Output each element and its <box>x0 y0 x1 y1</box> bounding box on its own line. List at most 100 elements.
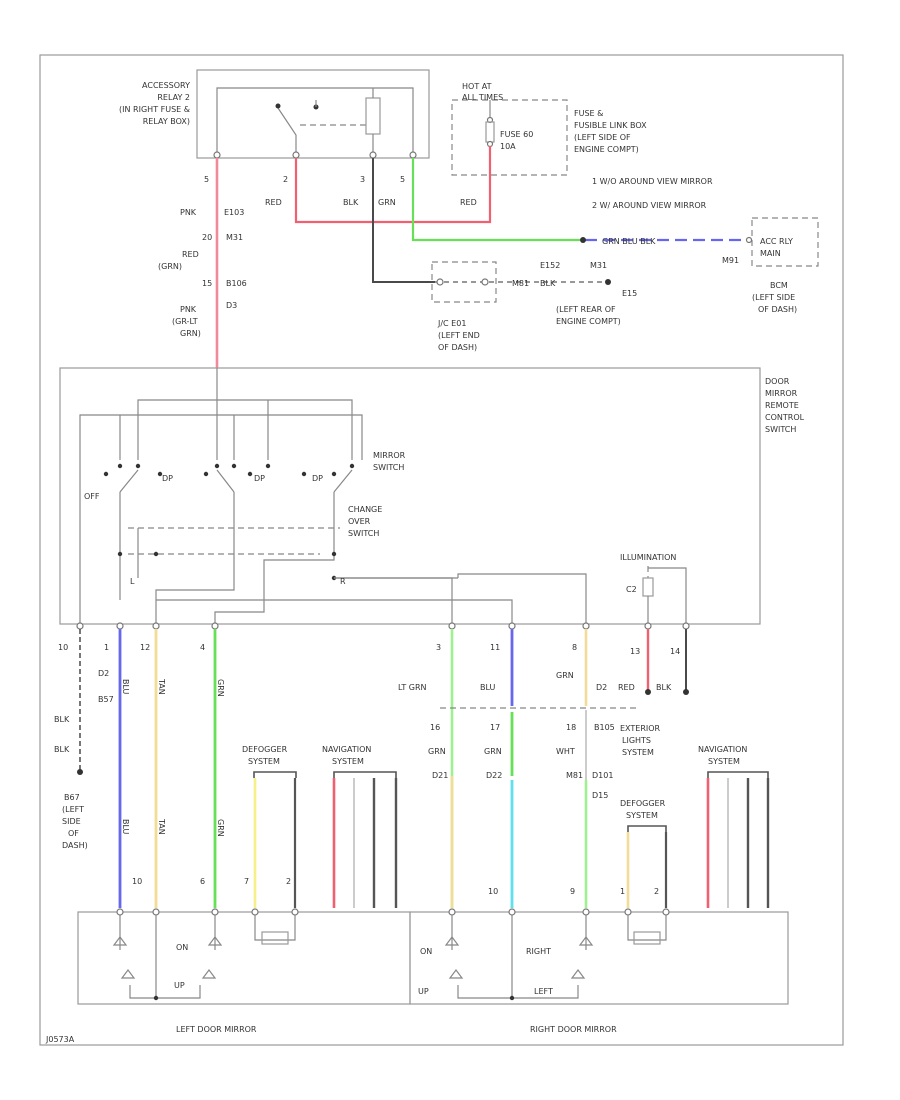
svg-text:MIRROR: MIRROR <box>373 451 406 460</box>
bcm-label: BCM (LEFT SIDE OF DASH) <box>752 281 797 314</box>
left-door-mirror-box <box>77 911 411 1005</box>
wire-label: BLK <box>656 683 672 692</box>
svg-text:RELAY BOX): RELAY BOX) <box>143 117 190 126</box>
svg-text:SYSTEM: SYSTEM <box>332 757 364 766</box>
svg-text:SIDE: SIDE <box>62 817 81 826</box>
connector-label: M31 <box>590 261 607 270</box>
wire-label: GRN <box>484 747 502 756</box>
wire-label: BLK <box>54 715 70 724</box>
wire-label: GRN BLU BLK <box>602 237 656 246</box>
navigation-system-left: NAVIGATION SYSTEM <box>322 745 398 908</box>
dp-label: DP <box>254 474 265 483</box>
svg-text:(IN RIGHT FUSE &: (IN RIGHT FUSE & <box>119 105 190 114</box>
left-door-mirror-label: LEFT DOOR MIRROR <box>176 1025 257 1034</box>
wire-green-top <box>411 158 580 242</box>
motor-label: RIGHT <box>526 947 551 956</box>
connector-label: M81 <box>566 771 583 780</box>
pin-label: 20 <box>202 233 212 242</box>
connector-label: B106 <box>226 279 247 288</box>
svg-text:RED: RED <box>182 250 199 259</box>
wire-label: GRN <box>556 671 574 680</box>
svg-text:MAIN: MAIN <box>760 249 781 258</box>
legend-item: 2 W/ AROUND VIEW MIRROR <box>592 201 707 210</box>
exterior-lights-label: EXTERIOR LIGHTS SYSTEM <box>620 724 661 757</box>
connector-label: D2 <box>98 669 109 678</box>
dp-label: DP <box>312 474 323 483</box>
svg-text:ALL TIMES: ALL TIMES <box>462 93 503 102</box>
svg-text:FUSIBLE LINK BOX: FUSIBLE LINK BOX <box>574 121 647 130</box>
motor-label: LEFT <box>534 987 553 996</box>
pin-label: 6 <box>200 877 205 886</box>
relay-coil <box>365 97 381 135</box>
motor-label: ON <box>420 947 432 956</box>
svg-text:(LEFT SIDE: (LEFT SIDE <box>752 293 795 302</box>
svg-text:NAVIGATION: NAVIGATION <box>322 745 371 754</box>
svg-text:DOOR: DOOR <box>765 377 790 386</box>
dp-label: DP <box>162 474 173 483</box>
connector-label: B105 <box>594 723 615 732</box>
svg-text:CHANGE: CHANGE <box>348 505 382 514</box>
wire-label: M81 <box>512 279 529 288</box>
svg-text:DEFOGGER: DEFOGGER <box>242 745 288 754</box>
e15-ground-label: E15 (LEFT REAR OF ENGINE COMPT) <box>556 289 637 326</box>
off-label: OFF <box>84 492 100 501</box>
wire-label: TAN <box>157 818 166 835</box>
pin-label: 3 <box>360 175 365 184</box>
svg-text:SYSTEM: SYSTEM <box>626 811 658 820</box>
wire-label: WHT <box>556 747 575 756</box>
fuse-box-outline <box>451 99 568 176</box>
pin-label: 18 <box>566 723 576 732</box>
wire-label: GRN <box>428 747 446 756</box>
pin-label: 7 <box>244 877 249 886</box>
wire-label: LT GRN <box>398 683 427 692</box>
connector-label: D2 <box>596 683 607 692</box>
connector-label: M91 <box>722 256 739 265</box>
wire-label: BLK <box>54 745 70 754</box>
svg-text:OVER: OVER <box>348 517 371 526</box>
door-mirror-remote-switch-box <box>59 367 761 625</box>
wire-black-top <box>372 158 435 283</box>
svg-text:OF DASH): OF DASH) <box>438 343 477 352</box>
illumination-lamp <box>642 566 687 624</box>
switch-pos-label: L <box>130 577 135 586</box>
pin-label: 4 <box>200 643 205 652</box>
motor-label: ON <box>176 943 188 952</box>
svg-text:ACCESSORY: ACCESSORY <box>142 81 190 90</box>
wire-label: BLK <box>540 279 556 288</box>
svg-text:PNK: PNK <box>180 305 197 314</box>
svg-text:J/C E01: J/C E01 <box>437 319 466 328</box>
right-door-mirror-label: RIGHT DOOR MIRROR <box>530 1025 617 1034</box>
svg-text:(GR-LT: (GR-LT <box>172 317 198 326</box>
pin-label: 13 <box>630 647 640 656</box>
mirror-switch-label: MIRROR SWITCH <box>373 451 406 472</box>
wire-label-red-grn: RED (GRN) <box>158 250 199 271</box>
accessory-relay-box <box>196 69 430 159</box>
wire-label: TAN <box>157 678 166 695</box>
wire-label: BLU <box>480 683 496 692</box>
svg-text:ACC RLY: ACC RLY <box>760 237 793 246</box>
change-over-switch-label: CHANGE OVER SWITCH <box>348 505 382 538</box>
pin-label: 5 <box>400 175 405 184</box>
svg-text:MIRROR: MIRROR <box>765 389 798 398</box>
svg-text:REMOTE: REMOTE <box>765 401 799 410</box>
diagram-frame <box>39 54 844 1046</box>
pin-label: 17 <box>490 723 500 732</box>
accessory-relay-label: ACCESSORY RELAY 2 (IN RIGHT FUSE & RELAY… <box>119 81 190 126</box>
figure-id: J0573A <box>45 1035 75 1044</box>
svg-text:FUSE 60: FUSE 60 <box>500 130 533 139</box>
connector-label: D21 <box>432 771 448 780</box>
mirror-switch-network <box>79 368 513 624</box>
acc-rly-main-label: ACC RLY MAIN <box>760 237 793 258</box>
pin-label: 10 <box>132 877 142 886</box>
connector-label: D3 <box>226 301 237 310</box>
pin-label: 3 <box>436 643 441 652</box>
wire-label: GRN <box>216 679 225 697</box>
connector-label: B57 <box>98 695 114 704</box>
pin-label: 5 <box>204 175 209 184</box>
svg-text:CONTROL: CONTROL <box>765 413 805 422</box>
navigation-system-right: NAVIGATION SYSTEM <box>698 745 770 908</box>
svg-text:SYSTEM: SYSTEM <box>708 757 740 766</box>
defogger-system-left: DEFOGGER SYSTEM <box>242 745 297 908</box>
jc-e01-outline <box>431 261 497 303</box>
connector-label: D15 <box>592 791 608 800</box>
